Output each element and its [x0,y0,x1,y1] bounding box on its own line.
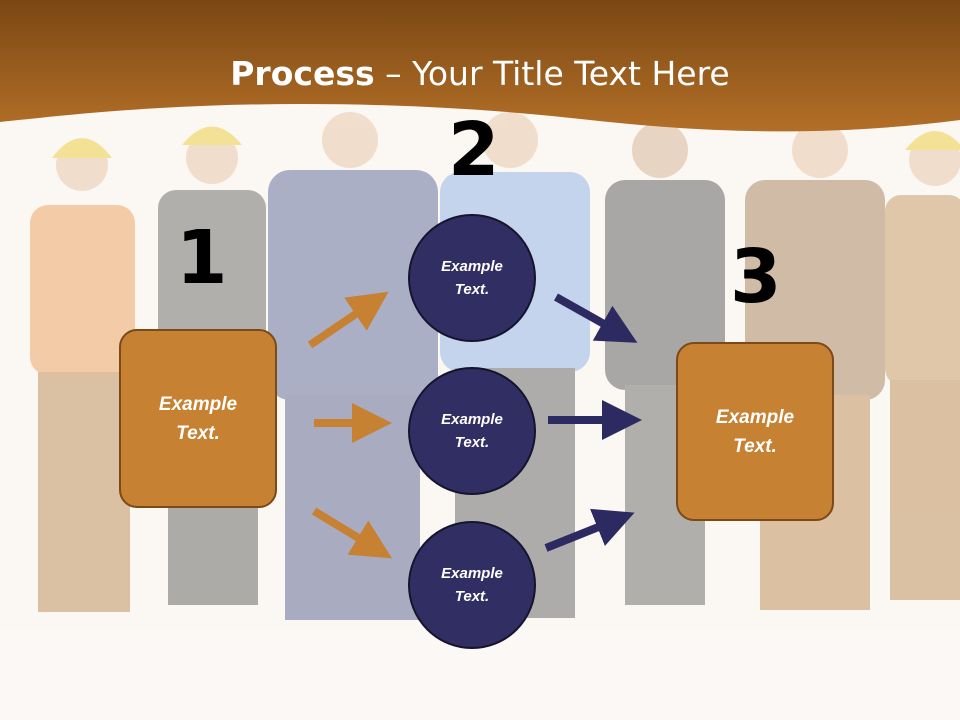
circle-1-line1: Example [441,258,503,275]
circle-3-line2: Text. [454,588,490,605]
slide-title: Process – Your Title Text Here [0,52,960,96]
circle-2-line1: Example [441,411,503,428]
step-2-circle-bottom[interactable]: Example Text. [408,521,536,649]
circle-2-line2: Text. [454,434,490,451]
step-3-text-line2: Text. [733,435,777,457]
step-2-circle-middle[interactable]: Example Text. [408,367,536,495]
circle-1-line2: Text. [454,281,490,298]
step-1-text-line1: Example [158,393,238,415]
step-2-circle-top[interactable]: Example Text. [408,214,536,342]
step-number-3: 3 [730,234,782,320]
header-band [0,0,960,132]
step-1-text-line2: Text. [176,422,220,444]
circle-3-line1: Example [441,565,503,582]
step-number-1: 1 [176,215,228,301]
step-1-box[interactable]: Example Text. [119,329,277,508]
title-bold: Process [230,54,375,93]
step-3-box[interactable]: Example Text. [676,342,834,521]
arrow-box1-to-circle3 [311,507,393,559]
step-number-2: 2 [448,107,500,193]
step-3-text-line1: Example [715,406,795,428]
arrow-circle1-to-box3 [554,293,638,343]
title-rest: – Your Title Text Here [374,54,730,93]
arrow-circle3-to-box3 [544,508,635,552]
arrow-box1-to-circle1 [307,291,389,349]
